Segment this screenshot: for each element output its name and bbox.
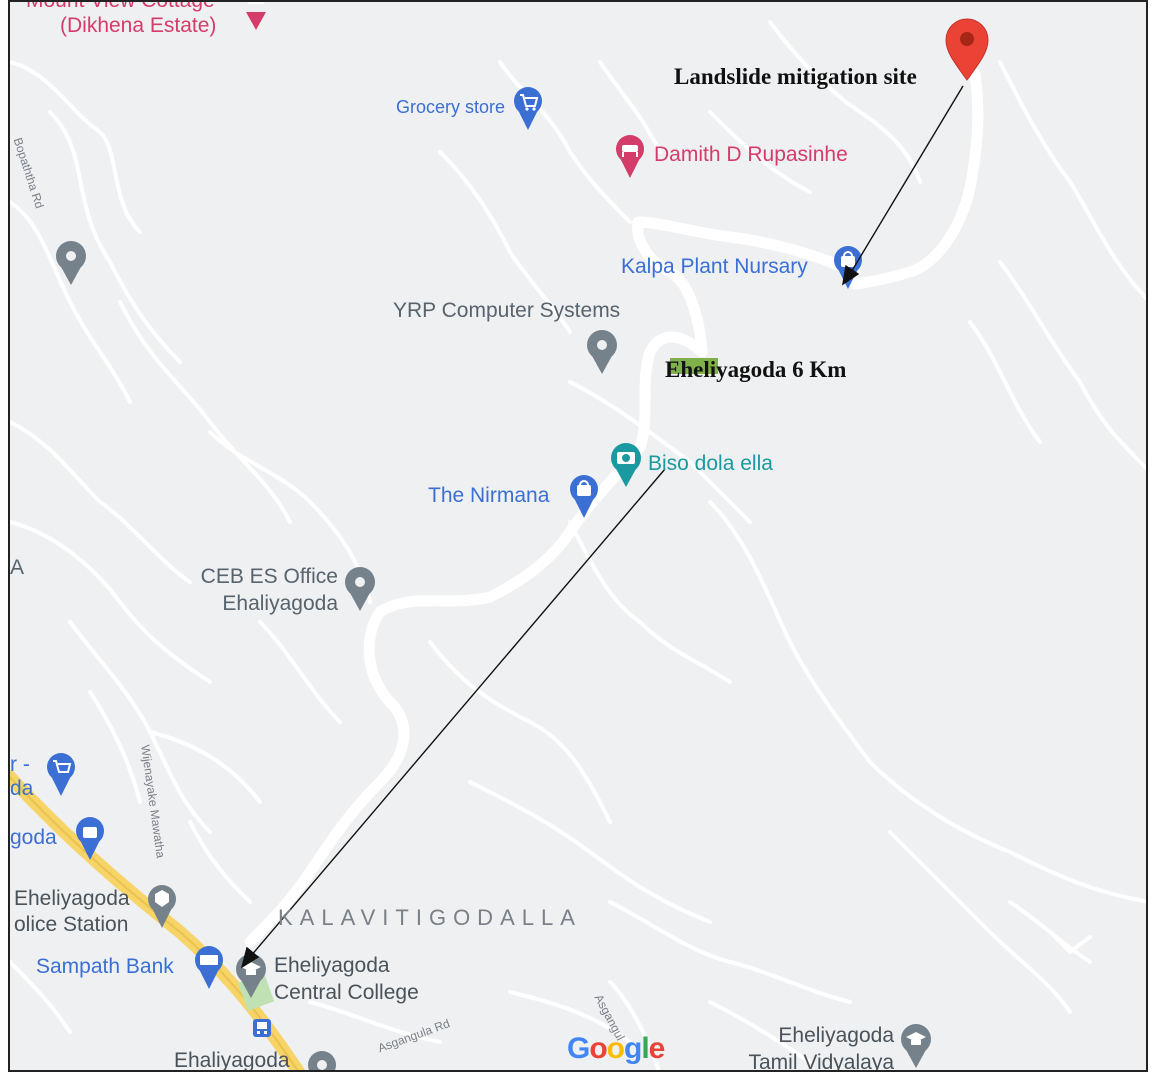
poi-markers bbox=[47, 2, 931, 1072]
annotation-arrows bbox=[240, 85, 964, 969]
tamil-label-2[interactable]: Tamil Vidyalaya bbox=[748, 1051, 894, 1072]
destination-pin-icon[interactable] bbox=[945, 18, 989, 81]
google-logo: Google bbox=[567, 1032, 665, 1066]
google-logo-text: Google bbox=[567, 1032, 665, 1065]
distance-highlight bbox=[670, 358, 718, 374]
grocery-store-label[interactable]: Grocery store bbox=[396, 97, 506, 117]
nirmana-label[interactable]: The Nirmana bbox=[428, 484, 550, 507]
college-label-2[interactable]: Central College bbox=[274, 981, 419, 1004]
police-label-2[interactable]: olice Station bbox=[14, 913, 129, 936]
nirmana-shopping-icon[interactable] bbox=[570, 475, 598, 518]
grocery-store-icon[interactable] bbox=[514, 87, 542, 130]
biso-label[interactable]: Biso dola ella bbox=[648, 452, 773, 475]
partial-label-da[interactable]: da bbox=[10, 777, 34, 800]
minor-roads bbox=[10, 20, 1146, 1070]
mount-view-label-1: Mount View Cottage bbox=[26, 0, 215, 12]
college-label-1[interactable]: Eheliyagoda bbox=[274, 954, 390, 977]
partial-grocery-icon[interactable] bbox=[47, 753, 75, 796]
area-label: KALAVITIGODALLA bbox=[278, 905, 582, 930]
police-label-1[interactable]: Eheliyagoda bbox=[14, 887, 130, 910]
kalpa-label[interactable]: Kalpa Plant Nursary bbox=[621, 255, 808, 278]
bank-icon[interactable] bbox=[195, 946, 223, 989]
ehaliyagoda-location-icon[interactable] bbox=[308, 1051, 336, 1072]
ceb-location-icon[interactable] bbox=[345, 567, 375, 611]
ceb-label-1[interactable]: CEB ES Office bbox=[200, 565, 338, 588]
partial-label-r[interactable]: r - bbox=[10, 753, 30, 776]
tamil-school-icon[interactable] bbox=[901, 1024, 931, 1068]
site-annotation: Landslide mitigation site bbox=[674, 64, 917, 89]
distance-annotation: Eheliyagoda 6 Km bbox=[665, 357, 847, 382]
partial-label-a: A bbox=[10, 556, 25, 579]
map-canvas[interactable] bbox=[10, 2, 1148, 1072]
main-roads bbox=[244, 68, 984, 948]
yrp-label[interactable]: YRP Computer Systems bbox=[393, 299, 621, 322]
sampath-label[interactable]: Sampath Bank bbox=[36, 955, 174, 978]
police-icon[interactable] bbox=[148, 885, 176, 928]
bus-stop-icon[interactable] bbox=[253, 1019, 271, 1037]
biso-camera-icon[interactable] bbox=[611, 443, 641, 487]
mount-view-hotel-icon[interactable] bbox=[242, 2, 270, 30]
map-view[interactable]: Mount View Cottage (Dikhena Estate) Land… bbox=[8, 0, 1148, 1072]
mount-view-label-2: (Dikhena Estate) bbox=[60, 14, 217, 37]
arrow-head-1-icon bbox=[842, 264, 860, 286]
ceb-label-2[interactable]: Ehaliyagoda bbox=[222, 592, 338, 615]
ehaliyagoda-label[interactable]: Ehaliyagoda bbox=[174, 1049, 290, 1072]
damith-label[interactable]: Damith D Rupasinhe bbox=[654, 143, 848, 166]
partial-label-goda[interactable]: goda bbox=[10, 826, 57, 849]
highway-edge bbox=[10, 776, 299, 1070]
tamil-label-1[interactable]: Eheliyagoda bbox=[778, 1024, 894, 1047]
arrow-head-2-icon bbox=[240, 946, 260, 969]
yrp-location-icon[interactable] bbox=[587, 330, 617, 374]
bopaththa-location-icon[interactable] bbox=[56, 241, 86, 285]
partial-shopping-icon[interactable] bbox=[76, 817, 104, 860]
damith-hotel-icon[interactable] bbox=[616, 135, 644, 178]
